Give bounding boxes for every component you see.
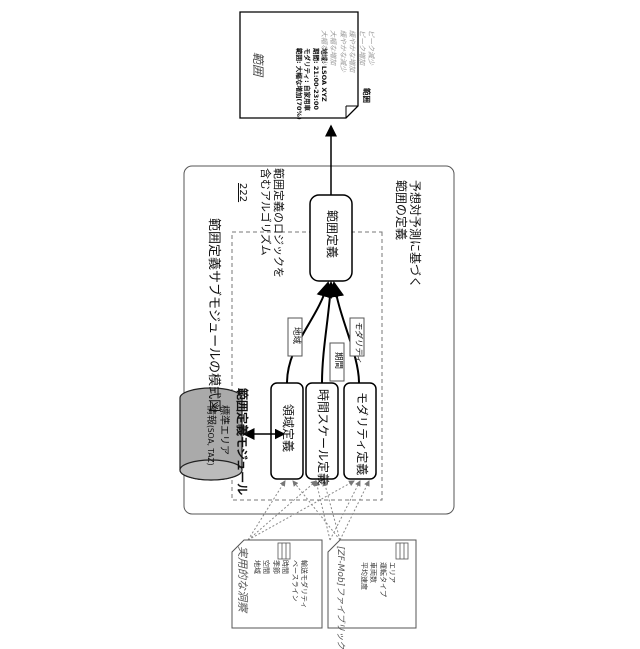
- output-doc-line: 範囲: 大幅な増加(70%): [294, 48, 302, 120]
- mobility-item: 平均速度: [358, 562, 367, 597]
- output-doc-line: モダリティ: 自家用車: [303, 48, 311, 120]
- practical-item: ベースライン: [289, 560, 298, 609]
- module-ref-number: 222: [237, 183, 248, 202]
- range-item: 緩やかな増加: [347, 30, 356, 72]
- practical-item: 季節: [270, 560, 279, 609]
- range-item: 緩やかな減少: [337, 30, 346, 72]
- forecast-note-line2: 範囲の定義: [394, 180, 408, 240]
- mobility-doc-title: [ZF-Mob]ファイブリック: [335, 546, 344, 649]
- range-item: ピーク減少: [366, 30, 375, 72]
- modality-definition-label: モダリティ定義: [355, 392, 368, 475]
- practical-item: 地域: [251, 560, 260, 609]
- range-item: 大幅な減少: [318, 30, 327, 72]
- database-label-line2: 情報: [206, 405, 217, 425]
- output-range-items: ピーク減少 ピーク増加 緩やかな増加 緩やかな減少 大幅な増加 大幅な減少: [318, 30, 375, 72]
- practical-doc-items: 輸送モダリティ ベースライン 時間 季節 空間 地域: [251, 560, 308, 609]
- algorithm-note: 範囲定義のロジックを 含むアルゴリズム: [259, 168, 285, 278]
- database-label-line1: 標準エリア: [218, 405, 229, 455]
- practical-item: 時間: [280, 560, 289, 609]
- practical-item: 輸送モダリティ: [299, 560, 308, 609]
- practical-doc-title: 実用的な洞察: [236, 546, 248, 612]
- range-definition-label: 範囲定義: [325, 210, 338, 258]
- algorithm-note-line1: 範囲定義のロジックを: [272, 168, 285, 278]
- mobility-doc-items: エリア 運転タイプ 車両数 平均速度: [358, 562, 396, 597]
- database-label: 標準エリア 情報(SOA, TAZ): [204, 405, 229, 466]
- timescale-definition-label: 時間スケール定義: [316, 389, 329, 485]
- database-label-abbrev: (SOA, TAZ): [207, 425, 216, 466]
- figure-title: 範囲定義サブモジュールの模式図: [206, 218, 220, 412]
- practical-item: 空間: [261, 560, 270, 609]
- forecast-note-line1: 予想対予測に基づく: [408, 180, 422, 288]
- period-tag: 期間: [333, 352, 342, 369]
- range-item: 大幅な増加: [328, 30, 337, 72]
- region-definition-label: 領域定義: [281, 404, 294, 452]
- range-item: ピーク増加: [356, 30, 365, 72]
- module-title: 範囲定義モジュール: [235, 388, 248, 495]
- mobility-item: エリア: [387, 562, 396, 597]
- mobility-item: 車両数: [368, 562, 377, 597]
- output-range-label: 範囲: [362, 88, 370, 103]
- output-doc-title: 範囲: [251, 52, 264, 76]
- forecast-note: 予想対予測に基づく 範囲の定義: [393, 180, 422, 288]
- modality-tag: モダリティ: [353, 321, 362, 363]
- region-tag: 地域: [291, 327, 300, 344]
- algorithm-note-line2: 含むアルゴリズム: [259, 168, 272, 256]
- mobility-item: 運転タイプ: [377, 562, 386, 597]
